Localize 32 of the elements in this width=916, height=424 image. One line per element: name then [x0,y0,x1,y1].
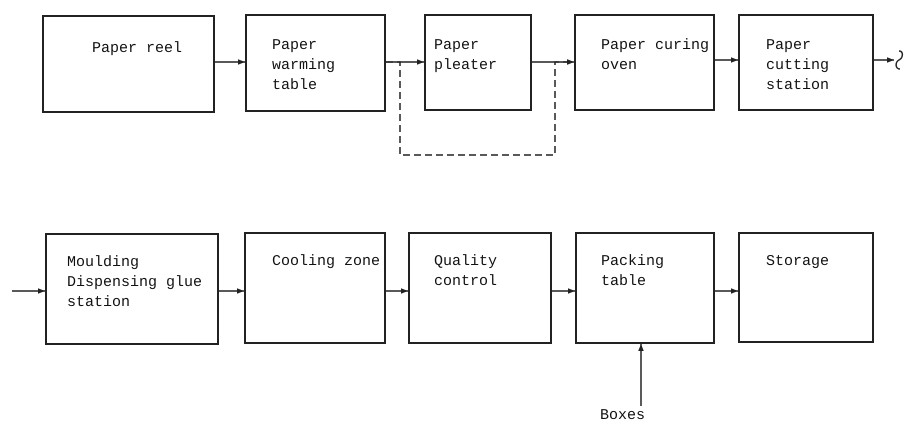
arrow [552,288,575,294]
input-label: Boxes [600,406,646,424]
bypass-arrow [386,59,574,156]
box-label: Cooling zone [272,252,382,272]
box-label: Paper curing oven [601,36,710,76]
process-box [424,14,532,111]
arrow [12,288,45,294]
arrow [638,344,644,406]
process-box [738,232,874,343]
process-box [574,14,715,111]
box-label: Packing table [601,252,666,292]
process-box [575,232,715,344]
process-box [42,15,215,113]
arrow [874,57,894,63]
arrow [219,288,244,294]
arrow [386,288,408,294]
process-box [45,233,219,345]
process-box [408,232,552,344]
arrow [532,59,574,65]
box-label: Storage [766,252,830,272]
box-label: Quality control [434,252,498,292]
process-box [738,14,874,111]
box-label: Paper cutting station [766,36,830,96]
box-label: Moulding Dispensing glue station [67,253,204,313]
box-label: Paper pleater [434,36,498,76]
process-box [245,14,386,112]
arrow [715,288,738,294]
arrow [715,57,738,63]
process-box [244,232,386,344]
arrow [215,59,245,65]
box-label: Paper reel [92,39,184,59]
box-label: Paper warming table [272,36,336,96]
